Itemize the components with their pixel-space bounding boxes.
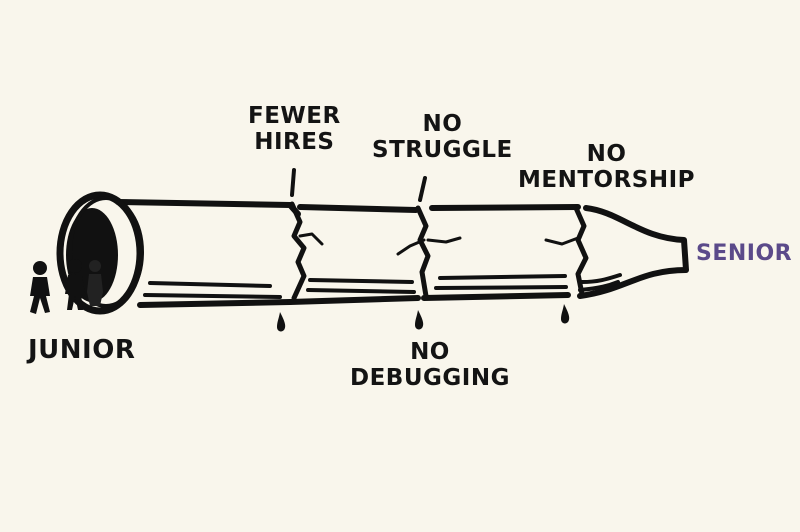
break-label-line: STRUGGLE — [372, 136, 513, 163]
break-label-line: HIRES — [254, 128, 335, 155]
break-label-line: DEBUGGING — [350, 364, 510, 391]
drip-icon — [277, 304, 570, 332]
senior-label: SENIOR — [696, 241, 793, 266]
person-icon — [87, 260, 103, 306]
break-label-line: FEWER — [248, 103, 341, 129]
break-label-line: NO — [586, 141, 627, 167]
break-label-line: MENTORSHIP — [518, 166, 696, 193]
break-label-no-mentorship: NO MENTORSHIP — [518, 141, 696, 194]
person-icon — [30, 261, 50, 314]
junior-label: JUNIOR — [28, 335, 136, 365]
crack-icon — [289, 168, 589, 301]
break-label-fewer-hires: FEWER HIRES — [248, 103, 341, 156]
break-label-line: NO — [422, 111, 463, 137]
pipe-icon — [115, 199, 689, 308]
break-label-line: NO — [410, 339, 450, 365]
break-label-no-struggle: NO STRUGGLE — [372, 111, 513, 164]
person-icon — [65, 259, 85, 310]
break-label-no-debugging: NO DEBUGGING — [350, 339, 510, 392]
